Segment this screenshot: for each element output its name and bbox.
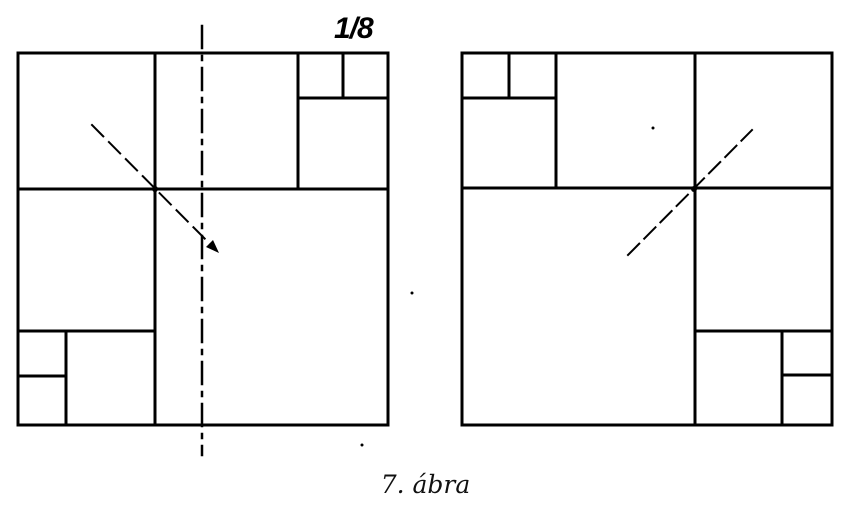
scale-label: 1/8 (334, 12, 374, 45)
right-intersection-dot (691, 186, 697, 192)
right-panel (460, 51, 834, 427)
arrowhead-icon (206, 240, 219, 253)
right-diagonal-dashed-line (626, 128, 754, 257)
left-diagonal-arrow-line (90, 123, 216, 250)
left-panel (16, 24, 390, 457)
speckles (360, 126, 655, 447)
left-intersection-dot (152, 186, 158, 192)
figure-caption: 7. ábra (380, 470, 471, 499)
right-outer-square (460, 51, 834, 427)
